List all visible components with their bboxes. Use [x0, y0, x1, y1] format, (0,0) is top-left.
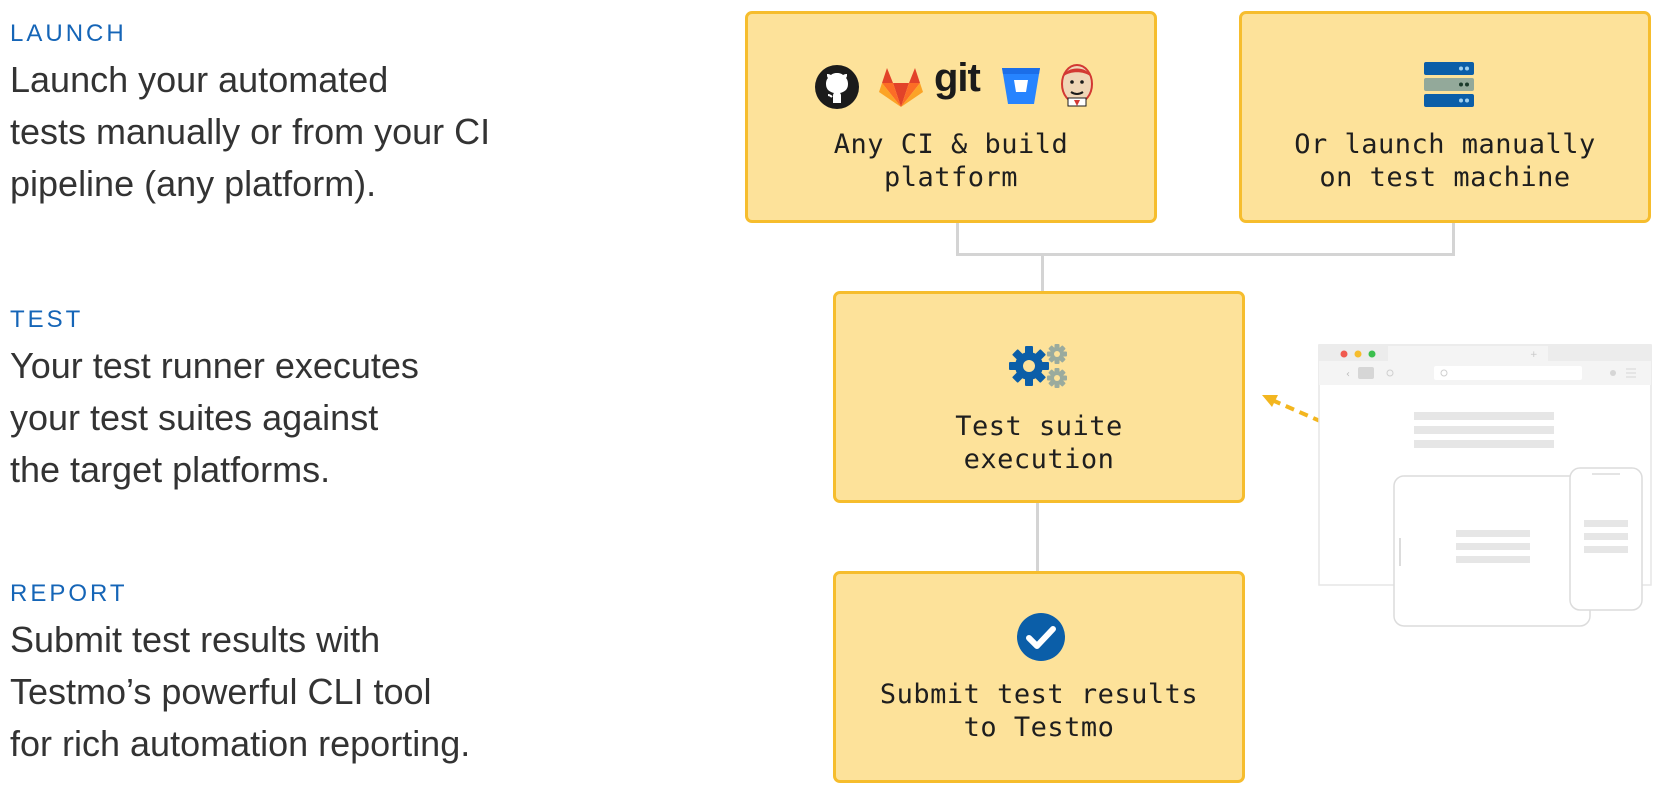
phone-icon: [1569, 467, 1643, 611]
gears-icon: [1009, 344, 1067, 388]
label-line: Submit test results: [879, 679, 1199, 710]
svg-text:‹: ‹: [1346, 369, 1350, 380]
ci-platform-box: git Any CI & build platform: [745, 11, 1157, 223]
bitbucket-icon: [1002, 68, 1040, 104]
manual-launch-label: Or launch manually on test machine: [1242, 128, 1648, 194]
label-line: Any CI & build: [833, 129, 1069, 160]
connector-horizontal: [956, 253, 1455, 256]
description-line: Testmo’s powerful CLI tool: [10, 671, 432, 712]
check-circle-icon: [1017, 613, 1065, 661]
connector-execution-to-submit: [1036, 500, 1039, 572]
description-line: Submit test results with: [10, 619, 381, 660]
description-line: Your test runner executes: [10, 345, 419, 386]
manual-launch-box: Or launch manually on test machine: [1239, 11, 1651, 223]
description-line: your test suites against: [10, 397, 379, 438]
ci-platform-label: Any CI & build platform: [748, 128, 1154, 194]
step-test: TEST Your test runner executes your test…: [10, 306, 419, 496]
jenkins-icon: [1061, 64, 1093, 107]
description-line: pipeline (any platform).: [10, 163, 377, 204]
step-heading: REPORT: [10, 580, 128, 607]
label-line: on test machine: [1319, 162, 1571, 193]
svg-text:+: +: [1530, 350, 1538, 360]
step-description: Your test runner executes your test suit…: [10, 340, 419, 496]
connector-manual-down: [1452, 222, 1455, 256]
step-heading: LAUNCH: [10, 20, 127, 47]
connector-ci-down: [956, 222, 959, 256]
server-icon: [1424, 62, 1474, 107]
execution-box: Test suite execution: [833, 291, 1245, 503]
label-line: Test suite: [955, 411, 1123, 442]
label-line: to Testmo: [963, 712, 1115, 743]
label-line: platform: [883, 162, 1019, 193]
step-description: Launch your automated tests manually or …: [10, 54, 490, 210]
execution-label: Test suite execution: [836, 410, 1242, 476]
git-logo: git: [934, 56, 981, 100]
target-platforms-illustration: + ‹: [1318, 344, 1652, 627]
label-line: execution: [963, 444, 1115, 475]
connector-to-execution: [1041, 253, 1044, 291]
step-heading: TEST: [10, 306, 84, 333]
description-line: for rich automation reporting.: [10, 723, 471, 764]
step-launch: LAUNCH Launch your automated tests manua…: [10, 20, 490, 210]
label-line: Or launch manually: [1294, 129, 1596, 160]
step-description: Submit test results with Testmo’s powerf…: [10, 614, 470, 770]
submit-results-label: Submit test results to Testmo: [836, 678, 1242, 744]
github-icon: [815, 65, 859, 109]
description-line: the target platforms.: [10, 449, 331, 490]
gitlab-icon: [879, 68, 923, 107]
description-line: tests manually or from your CI: [10, 111, 491, 152]
step-report: REPORT Submit test results with Testmo’s…: [10, 580, 470, 770]
description-line: Launch your automated: [10, 59, 389, 100]
tablet-icon: [1393, 475, 1591, 627]
submit-results-box: Submit test results to Testmo: [833, 571, 1245, 783]
